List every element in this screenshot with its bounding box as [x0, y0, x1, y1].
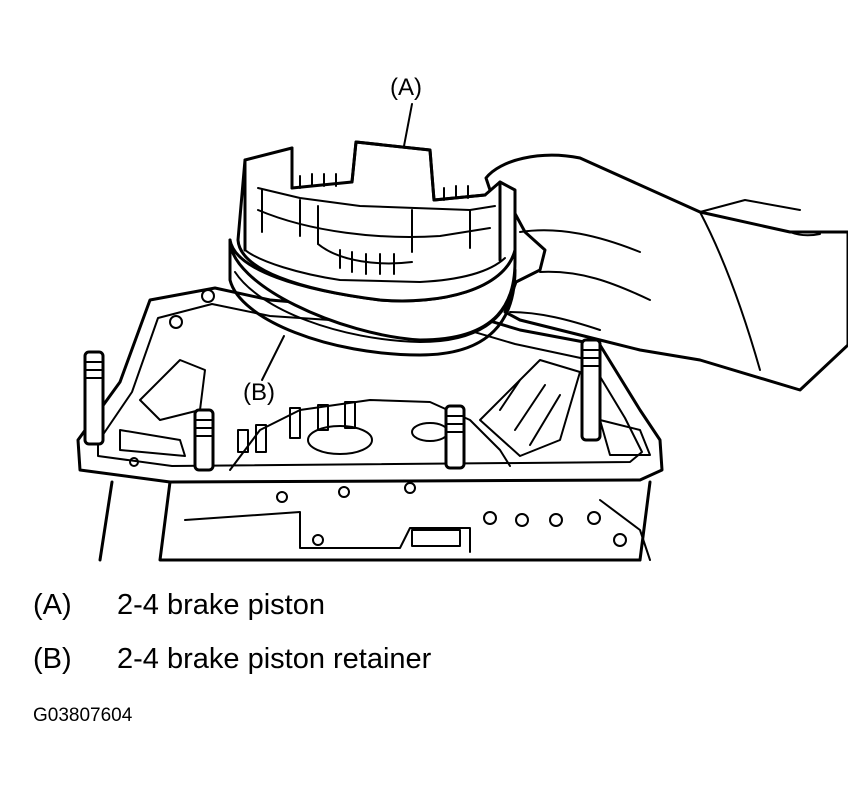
callout-label-b: (B) — [243, 379, 275, 406]
leader-line-a — [403, 103, 413, 147]
stud-bolts — [83, 338, 602, 472]
legend-key-b: (B) — [33, 643, 72, 675]
transmission-case — [76, 286, 664, 562]
callout-label-a: (A) — [390, 74, 422, 101]
leader-line-b — [261, 335, 285, 381]
legend-text-a: 2-4 brake piston — [117, 589, 325, 621]
figure-code: G03807604 — [33, 705, 133, 726]
brake-piston-removal-illustration — [76, 103, 848, 562]
legend-item-a: (A) 2-4 brake piston — [33, 591, 325, 620]
legend-item-b: (B) 2-4 brake piston retainer — [33, 645, 431, 674]
legend-text-b: 2-4 brake piston retainer — [117, 643, 432, 675]
brake-piston — [236, 140, 517, 303]
legend-key-a: (A) — [33, 589, 72, 621]
technician-hand — [484, 153, 848, 392]
